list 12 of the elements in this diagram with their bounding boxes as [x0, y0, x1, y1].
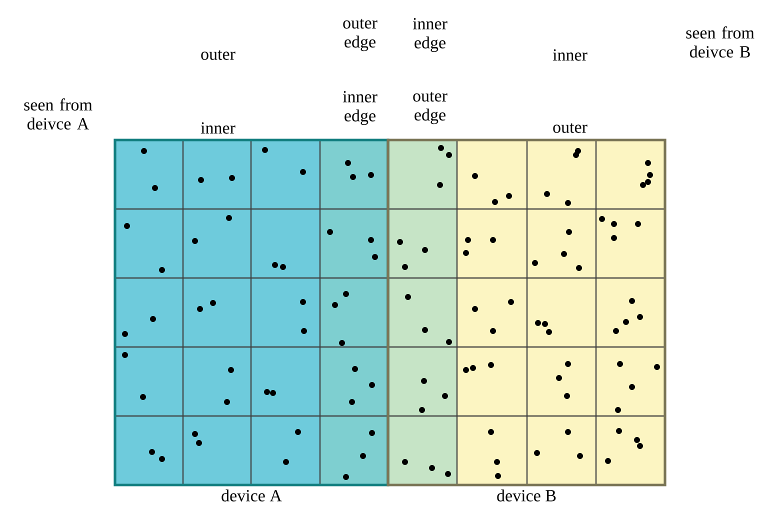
- region-label: outer edge: [413, 92, 448, 124]
- region-label: outer: [201, 50, 236, 60]
- device-region: device A: [114, 138, 390, 502]
- region-label: inner edge: [412, 18, 448, 52]
- region-label: inner: [552, 49, 588, 61]
- region-label: seen from deivce A: [24, 98, 92, 130]
- region-label: inner edge: [342, 91, 378, 125]
- device-region: device B: [386, 138, 666, 502]
- region-label: outer edge: [343, 18, 378, 52]
- node-label: device B: [497, 490, 556, 502]
- node-label: device A: [222, 490, 282, 502]
- region-label: seen from deivce B: [686, 26, 754, 58]
